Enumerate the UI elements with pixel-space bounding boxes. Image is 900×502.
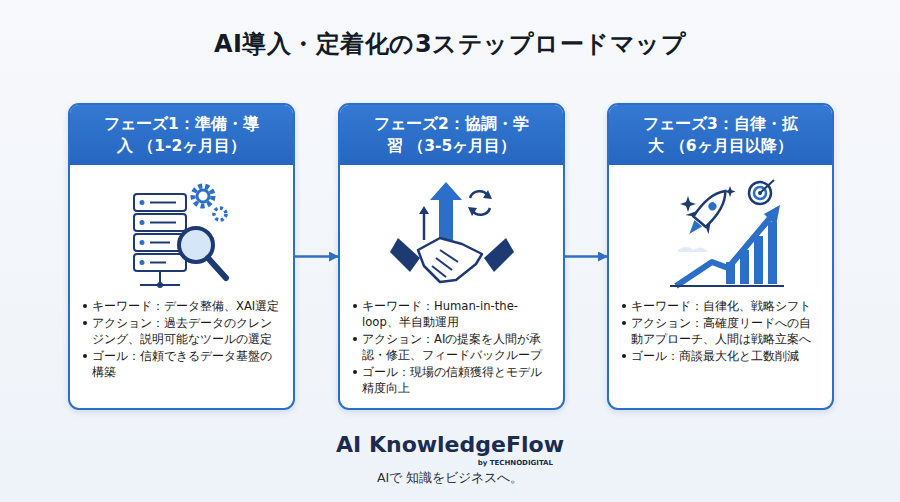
bullet-item: アクション：AIの提案を人間が承認・修正、フィードバックループ [352, 331, 553, 363]
bullet-item: キーワード：自律化、戦略シフト [621, 298, 822, 314]
brand-byline: by TECHNODIGITAL [478, 459, 553, 467]
bullet-item: ゴール：現場の信頼獲得とモデル精度向上 [352, 364, 553, 396]
bullet-dot [353, 337, 357, 341]
bullet-item: キーワード：Human-in-the-loop、半自動運用 [352, 298, 553, 330]
growth-icon [670, 180, 784, 286]
flow-arrow [565, 255, 607, 258]
phase-title: フェーズ1：準備・導入 （1-2ヶ月目） [97, 113, 267, 157]
bullet-text: ゴール：商談最大化と工数削減 [631, 349, 799, 363]
bullet-dot [353, 370, 357, 374]
phase-body: キーワード：自律化、戦略シフトアクション：高確度リードへの自動アプローチ、人間は… [621, 298, 822, 365]
phase-title: フェーズ2：協調・学習 （3-5ヶ月目） [367, 113, 537, 157]
handshake-icon [390, 182, 514, 282]
bullet-text: アクション：高確度リードへの自動アプローチ、人間は戦略立案へ [631, 316, 811, 346]
phase-header: フェーズ2：協調・学習 （3-5ヶ月目） [340, 105, 563, 165]
bullet-item: ゴール：商談最大化と工数削減 [621, 348, 822, 364]
phase-card: フェーズ1：準備・導入 （1-2ヶ月目） キーワード：データ整備、XAI選定アクシ… [68, 103, 295, 410]
phase-body: キーワード：Human-in-the-loop、半自動運用アクション：AIの提案… [352, 298, 553, 397]
bullet-item: ゴール：信頼できるデータ基盤の構築 [82, 348, 283, 380]
bullet-text: アクション：AIの提案を人間が承認・修正、フィードバックループ [362, 332, 542, 362]
phase-card: フェーズ2：協調・学習 （3-5ヶ月目） キーワード：Human-in-the-l… [338, 103, 565, 410]
bullet-dot [622, 321, 626, 325]
bullet-dot [83, 321, 87, 325]
bullet-dot [622, 354, 626, 358]
server-icon [134, 186, 226, 288]
bullet-text: キーワード：データ整備、XAI選定 [92, 299, 279, 313]
brand-name: AI KnowledgeFlow [336, 432, 564, 457]
brand-tagline: AIで 知識をビジネスへ。 [377, 470, 523, 487]
bullet-item: アクション：高確度リードへの自動アプローチ、人間は戦略立案へ [621, 315, 822, 347]
phase-body: キーワード：データ整備、XAI選定アクション：過去データのクレンジング、説明可能… [82, 298, 283, 381]
phase-header: フェーズ3：自律・拡大 （6ヶ月目以降） [609, 105, 832, 165]
bullet-dot [353, 304, 357, 308]
bullet-item: アクション：過去データのクレンジング、説明可能なツールの選定 [82, 315, 283, 347]
flow-arrow [295, 255, 338, 258]
bullet-text: キーワード：Human-in-the-loop、半自動運用 [362, 299, 518, 329]
phase-header: フェーズ1：準備・導入 （1-2ヶ月目） [70, 105, 293, 165]
bullet-text: キーワード：自律化、戦略シフト [631, 299, 811, 313]
bullet-dot [83, 304, 87, 308]
bullet-dot [622, 304, 626, 308]
phase-title: フェーズ3：自律・拡大 （6ヶ月目以降） [636, 113, 806, 157]
bullet-item: キーワード：データ整備、XAI選定 [82, 298, 283, 314]
bullet-dot [83, 354, 87, 358]
diagram-title: AI導入・定着化の3ステップロードマップ [0, 28, 900, 60]
phase-card: フェーズ3：自律・拡大 （6ヶ月目以降） キーワード：自律化、戦略シフトアクション… [607, 103, 834, 410]
bullet-text: ゴール：信頼できるデータ基盤の構築 [92, 349, 272, 379]
bullet-text: アクション：過去データのクレンジング、説明可能なツールの選定 [92, 316, 272, 346]
bullet-text: ゴール：現場の信頼獲得とモデル精度向上 [362, 365, 542, 395]
